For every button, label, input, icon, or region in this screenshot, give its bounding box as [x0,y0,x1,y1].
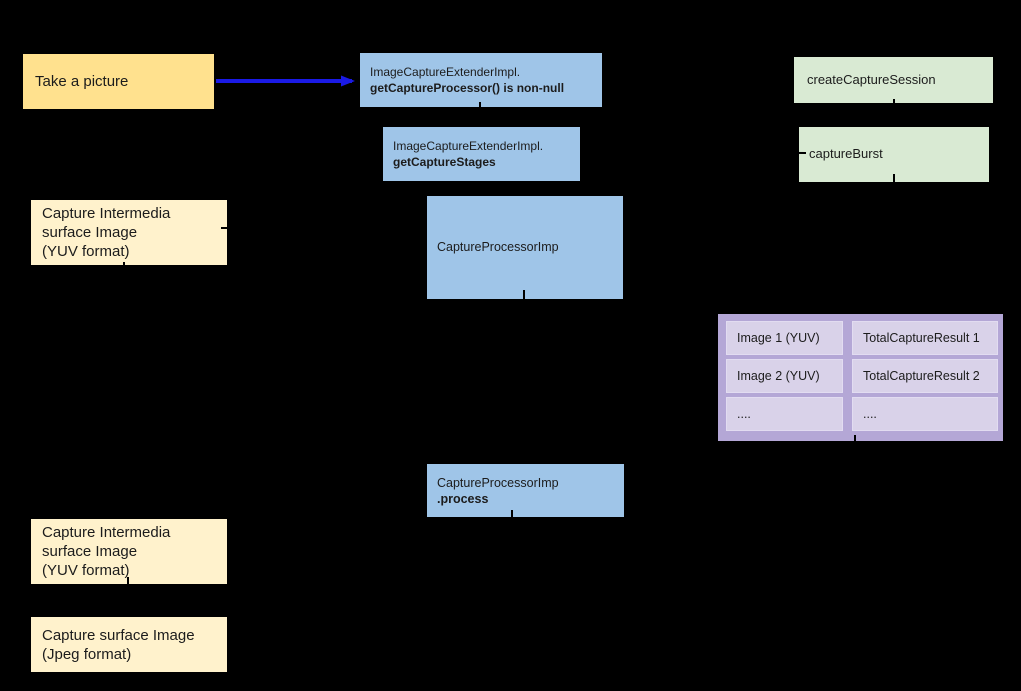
note-capture-intermediate-yuv-bottom: Capture Intermedia surface Image (YUV fo… [31,519,227,584]
node-process-line2: .process [437,491,489,506]
note-yuv-bottom-line1: Capture Intermedia [42,524,171,541]
node-createcapturesession: createCaptureSession [794,57,993,103]
note-capture-surface-jpeg: Capture surface Image (Jpeg format) [31,617,227,672]
note-yuv-top-line1: Capture Intermedia [42,205,171,222]
node-captureprocessorimp-process: CaptureProcessorImp .process [427,464,624,517]
note-yuv-bottom-line3: (YUV format) [42,562,130,579]
table-cell-image-more: .... [726,397,843,431]
table-cell-result2: TotalCaptureResult 2 [852,359,998,393]
table-cell-result-more: .... [852,397,998,431]
node-getcapturestages-line1: ImageCaptureExtenderImpl. [393,139,544,153]
note-yuv-bottom-line2: surface Image [42,543,138,560]
node-take-a-picture: Take a picture [23,54,214,109]
note-jpeg-line2: (Jpeg format) [42,645,132,663]
node-captureburst-label: captureBurst [809,146,883,162]
node-getcaptureprocessor-nonnull: ImageCaptureExtenderImpl. getCaptureProc… [360,53,602,107]
note-yuv-top-line3: (YUV format) [42,243,130,260]
node-captureprocessorimp-label: CaptureProcessorImp [437,240,559,255]
node-captureburst: captureBurst [799,127,989,182]
note-capture-intermediate-yuv-top: Capture Intermedia surface Image (YUV fo… [31,200,227,265]
note-yuv-top-line2: surface Image [42,224,138,241]
table-cell-result1: TotalCaptureResult 1 [852,321,998,355]
table-cell-image2: Image 2 (YUV) [726,359,843,393]
node-getcaptureprocessor-line2: getCaptureProcessor() is non-null [370,81,565,95]
table-cell-image1: Image 1 (YUV) [726,321,843,355]
node-getcapturestages-line2: getCaptureStages [393,155,496,169]
node-take-a-picture-label: Take a picture [35,72,129,90]
connector-burst-to-stages [588,148,807,156]
capture-result-table: Image 1 (YUV) TotalCaptureResult 1 Image… [718,314,1003,441]
note-jpeg-line1: Capture surface Image [42,626,195,644]
node-captureprocessorimp: CaptureProcessorImp [427,196,623,299]
node-createcapturesession-label: createCaptureSession [807,71,936,87]
node-getcapturestages: ImageCaptureExtenderImpl. getCaptureStag… [383,127,580,181]
node-process-line1: CaptureProcessorImp [437,475,559,490]
node-getcaptureprocessor-line1: ImageCaptureExtenderImpl. [370,65,521,79]
